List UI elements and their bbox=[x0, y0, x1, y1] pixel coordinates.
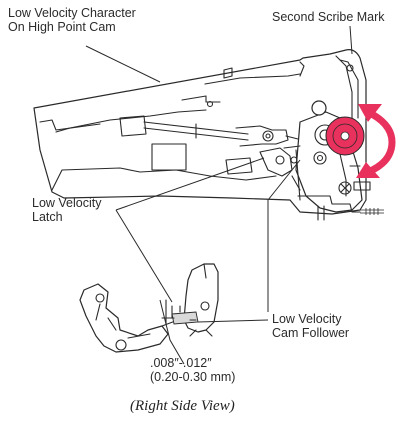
label-low-velocity-cam-follower: Low Velocity Cam Follower bbox=[272, 312, 349, 340]
label-low-velocity-character-line1: Low Velocity Character bbox=[8, 6, 136, 20]
label-low-velocity-character-line2: On High Point Cam bbox=[8, 20, 116, 34]
figure-caption: (Right Side View) bbox=[130, 398, 235, 414]
high-point-cam bbox=[325, 116, 365, 156]
label-low-velocity-latch: Low Velocity Latch bbox=[32, 196, 101, 224]
label-gap-measurement: .008″-.012″ (0.20-0.30 mm) bbox=[150, 356, 235, 384]
rotation-arrow-icon bbox=[356, 104, 396, 178]
cam-follower-detail bbox=[161, 263, 219, 337]
label-low-velocity-latch-line1: Low Velocity bbox=[32, 196, 102, 210]
label-low-velocity-cam-follower-line2: Cam Follower bbox=[272, 326, 350, 340]
label-low-velocity-latch-line2: Latch bbox=[32, 210, 63, 224]
leader-lines bbox=[85, 25, 353, 365]
label-gap-measurement-inches: .008″-.012″ bbox=[150, 356, 212, 370]
label-low-velocity-cam-follower-line1: Low Velocity bbox=[272, 312, 342, 326]
label-gap-measurement-mm: (0.20-0.30 mm) bbox=[150, 370, 236, 384]
label-low-velocity-character: Low Velocity Character On High Point Cam bbox=[8, 6, 136, 34]
side-plate bbox=[33, 49, 367, 215]
label-second-scribe-mark: Second Scribe Mark bbox=[272, 10, 385, 24]
